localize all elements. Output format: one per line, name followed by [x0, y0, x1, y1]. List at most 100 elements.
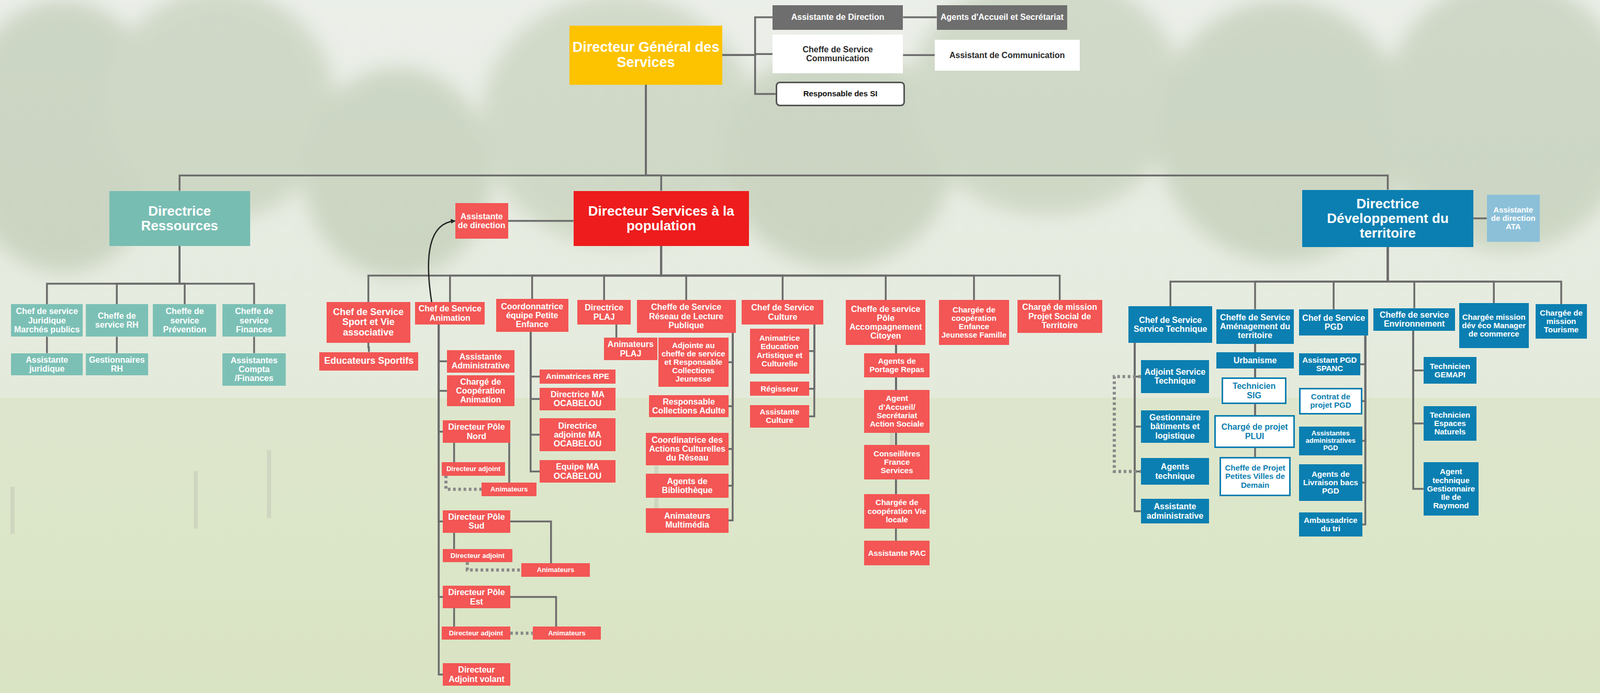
box-label: Adjoint Service Technique [1143, 367, 1207, 386]
org-connector [722, 17, 773, 55]
box-label: Animateurs PLAJ [606, 339, 655, 358]
box-label: Cheffe de Service Aménagement du territo… [1218, 312, 1292, 341]
org-box: Agent technique Gestionnaire Ile de Raym… [1423, 462, 1479, 516]
box-label: Contrat de projet PGD [1303, 392, 1359, 410]
org-box: Chargée de coopération Enfance Jeunesse … [938, 299, 1010, 345]
box-label: Technicien GEMAPI [1426, 362, 1474, 379]
org-connector [450, 245, 662, 302]
box-label: Directeur Pôle Est [445, 587, 508, 607]
org-connector [530, 331, 541, 435]
box-label: Cheffe de service Environnement [1375, 310, 1453, 329]
org-box: Directeur Services à la population [573, 191, 749, 246]
dotted-connector [1114, 376, 1141, 472]
org-box: Contrat de projet PGD [1299, 387, 1363, 415]
org-connector [1413, 330, 1424, 424]
org-connector [438, 324, 447, 391]
org-box: Coordonnatrice équipe Petite Enfance [496, 298, 569, 332]
org-box: Directeur Pôle Sud [442, 510, 511, 533]
org-box: Directeur Général des Services [569, 25, 723, 85]
org-connector [453, 532, 456, 550]
org-connector [368, 342, 369, 353]
org-box: Agents de Bibliothèque [645, 473, 729, 499]
org-box: Directrice PLAJ [577, 299, 631, 325]
box-label: Agent d'Accueil/ Secrétariat Action Soci… [866, 394, 927, 429]
box-label: Gestionnaire bâtiments et logistique [1143, 412, 1207, 441]
box-label: Chef de Service Service Technique [1131, 315, 1210, 334]
org-connector [645, 84, 1388, 190]
org-connector [809, 324, 815, 417]
box-label: Directeur adjoint [444, 465, 503, 473]
org-connector [1362, 335, 1366, 525]
org-connector [661, 245, 783, 300]
org-connector [603, 245, 662, 300]
org-box: Directeur adjoint [441, 626, 511, 640]
box-label: Ambassadrice du tri [1301, 516, 1360, 533]
org-box: Chargé de projet PLUI [1214, 415, 1295, 448]
box-label: Directeur Services à la population [576, 203, 747, 233]
org-box: Directeur adjoint [441, 462, 506, 476]
org-box: Animateurs Multimédia [645, 508, 729, 533]
box-label: Agents de Livraison bacs PGD [1301, 470, 1360, 496]
box-label: Assistante Administrative [449, 352, 512, 371]
org-connector [438, 324, 447, 362]
org-box: Agents de Portage Repas [864, 353, 930, 378]
box-label: Directeur Adjoint volant [445, 665, 508, 684]
box-label: Agents d'Accueil et Secrétariat [939, 12, 1066, 22]
org-connector [1255, 247, 1389, 310]
box-label: Gestionnaires RH [88, 355, 146, 374]
box-label: Agents de Bibliothèque [648, 476, 726, 496]
box-label: Chef de Service PGD [1301, 313, 1367, 332]
org-connector [661, 245, 975, 300]
org-box: Gestionnaires RH [85, 353, 149, 376]
org-box: Chargé de Coopération Animation [446, 375, 515, 406]
org-connector [1134, 342, 1141, 427]
org-connector [179, 245, 254, 305]
org-connector [530, 331, 541, 400]
org-box: Conseillères France Services [864, 444, 930, 480]
org-connector [1134, 342, 1141, 472]
org-box: Cheffe de service RH [85, 304, 149, 337]
box-label: Animateurs [535, 629, 599, 637]
box-label: Cheffe de Service Communication [775, 45, 901, 64]
org-box: Cheffe de Service Aménagement du territo… [1216, 309, 1294, 344]
box-label: Assistantes administratives PGD [1301, 429, 1360, 452]
org-box: Directrice Développement du territoire [1302, 189, 1474, 248]
box-label: Assistante Culture [752, 407, 807, 425]
box-label: Animateurs Multimédia [648, 511, 726, 530]
org-connector [661, 245, 687, 300]
org-box: Assistante PAC [864, 540, 930, 566]
org-box: Ambassadrice du tri [1299, 512, 1363, 537]
box-label: Assistante de direction [457, 211, 506, 231]
box-label: Chargée de mission Tourisme [1538, 308, 1584, 335]
box-label: Cheffe de service RH [88, 311, 146, 330]
org-box: Cheffe de service Environnement [1373, 308, 1456, 331]
org-box: Assistante juridique [10, 353, 83, 376]
box-label: Adjointe au cheffe de service et Respons… [661, 341, 727, 384]
box-label: Chargée de coopération Enfance Jeunesse … [941, 305, 1008, 340]
org-connector [902, 54, 935, 57]
org-box: Chargé de mission Projet Social de Terri… [1017, 299, 1103, 333]
org-connector [115, 336, 118, 353]
org-connector [453, 608, 456, 627]
box-label: Responsable des SI [779, 89, 902, 98]
org-connector [1170, 247, 1388, 307]
org-box: Technicien Espaces Naturels [1423, 406, 1477, 441]
org-box: Assistante de direction [455, 203, 509, 239]
box-label: Technicien SIG [1225, 381, 1283, 400]
org-connector [728, 332, 733, 521]
org-box: Assistant de Communication [934, 39, 1080, 71]
org-connector [661, 245, 886, 300]
box-label: Directrice Ressources [112, 203, 248, 233]
box-label: Cheffe de service Pôle Accompagnement Ci… [848, 304, 923, 341]
box-label: Cheffe de Service Réseau de Lecture Publ… [639, 302, 734, 330]
org-connector [510, 521, 552, 564]
box-label: Assistant PGD SPANC [1301, 355, 1358, 373]
org-connector [530, 331, 541, 472]
org-box: Urbanisme [1216, 352, 1294, 369]
org-box: Assistantes Compta /Finances [222, 353, 286, 386]
org-connector [47, 245, 180, 305]
box-label: Conseillères France Services [866, 449, 927, 476]
org-box: Chef de service Juridique Marchés public… [10, 304, 83, 337]
org-box: Chef de Service Culture [741, 299, 824, 325]
